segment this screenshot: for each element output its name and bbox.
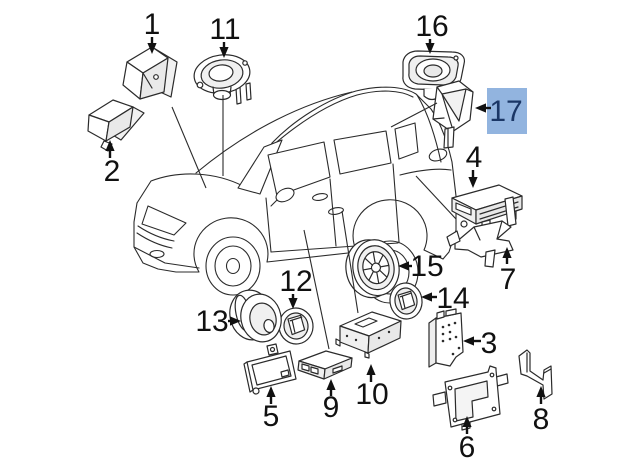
part-2-dash-tweeter[interactable] <box>87 99 145 152</box>
callout-arrowhead <box>425 43 435 54</box>
callout-arrowhead <box>326 379 336 390</box>
leader-line-3 <box>390 102 438 128</box>
callout-arrowhead <box>502 247 512 258</box>
callout-label-5: 5 <box>263 400 280 433</box>
callout-label-2: 2 <box>104 155 121 188</box>
callout-6[interactable]: 6 <box>459 416 476 464</box>
leader-line-6 <box>341 210 359 314</box>
callout-9[interactable]: 9 <box>323 379 340 424</box>
callout-11[interactable]: 11 <box>209 13 241 58</box>
callout-arrowhead <box>219 47 229 58</box>
part-16-rear-deck-speaker[interactable] <box>402 50 466 101</box>
callout-label-15: 15 <box>410 250 443 283</box>
part-11-door-speaker[interactable] <box>192 51 253 105</box>
callout-8[interactable]: 8 <box>533 386 550 436</box>
callout-label-6: 6 <box>459 431 476 464</box>
callout-label-12: 12 <box>279 265 312 298</box>
callout-2[interactable]: 2 <box>104 140 121 188</box>
callout-15[interactable]: 15 <box>398 250 444 283</box>
callout-arrowhead <box>230 316 241 326</box>
callout-label-1: 1 <box>144 8 161 41</box>
callout-5[interactable]: 5 <box>263 386 280 433</box>
callout-16[interactable]: 16 <box>415 10 449 54</box>
callout-3[interactable]: 3 <box>463 327 497 360</box>
callout-arrowhead <box>475 103 486 113</box>
callout-arrowhead <box>421 292 432 302</box>
callout-label-7: 7 <box>500 263 517 296</box>
part-15-subwoofer[interactable] <box>341 235 403 301</box>
part-9-receiver-module[interactable] <box>297 350 353 380</box>
leader-line-1 <box>171 106 207 189</box>
part-10-control-module[interactable] <box>335 311 402 359</box>
callout-arrowhead <box>105 140 115 151</box>
callout-label-3: 3 <box>481 327 498 360</box>
callout-label-4: 4 <box>466 141 483 174</box>
leader-lines <box>171 95 457 350</box>
part-5-module-plate[interactable] <box>243 343 297 395</box>
callout-label-9: 9 <box>323 391 340 424</box>
callout-arrowhead <box>463 336 474 346</box>
callout-10[interactable]: 10 <box>355 364 389 411</box>
callout-highlight <box>487 88 527 134</box>
callout-arrowhead <box>536 386 546 397</box>
callout-4[interactable]: 4 <box>466 141 483 188</box>
callout-label-17: 17 <box>489 95 522 128</box>
callout-arrowhead <box>468 177 478 188</box>
callout-arrowhead <box>398 261 409 271</box>
part-17-rear-pillar-speaker[interactable] <box>432 80 474 149</box>
callout-12[interactable]: 12 <box>279 265 313 309</box>
callout-label-13: 13 <box>195 305 228 338</box>
callout-label-16: 16 <box>415 10 448 43</box>
callout-label-8: 8 <box>533 403 550 436</box>
callout-arrowhead <box>462 416 472 427</box>
part-7-changer-bracket[interactable] <box>446 196 517 268</box>
front-wheel <box>206 237 260 295</box>
part-14-rear-tweeter[interactable] <box>388 281 425 321</box>
part-3-amplifier[interactable] <box>428 308 464 368</box>
callout-7[interactable]: 7 <box>500 247 517 296</box>
callout-label-14: 14 <box>436 282 469 315</box>
part-8-z-bracket[interactable] <box>518 349 553 400</box>
callout-label-11: 11 <box>209 13 240 46</box>
part-1-dash-tweeter[interactable] <box>122 46 178 100</box>
vehicle-illustration <box>134 87 456 303</box>
callout-arrowhead <box>266 386 276 397</box>
callout-arrowhead <box>147 43 157 54</box>
leader-line-5 <box>303 229 330 350</box>
callout-label-10: 10 <box>355 378 388 411</box>
callout-13[interactable]: 13 <box>195 305 241 338</box>
side-mirror <box>271 186 296 206</box>
leader-line-4 <box>415 175 457 220</box>
callout-17[interactable]: 17 <box>475 88 527 134</box>
callout-1[interactable]: 1 <box>144 8 161 54</box>
callout-arrowhead <box>366 364 376 375</box>
part-6-mounting-plate[interactable] <box>432 365 509 431</box>
part-12-front-tweeter[interactable] <box>277 306 316 346</box>
callout-14[interactable]: 14 <box>421 282 470 315</box>
callout-arrowhead <box>288 298 298 309</box>
